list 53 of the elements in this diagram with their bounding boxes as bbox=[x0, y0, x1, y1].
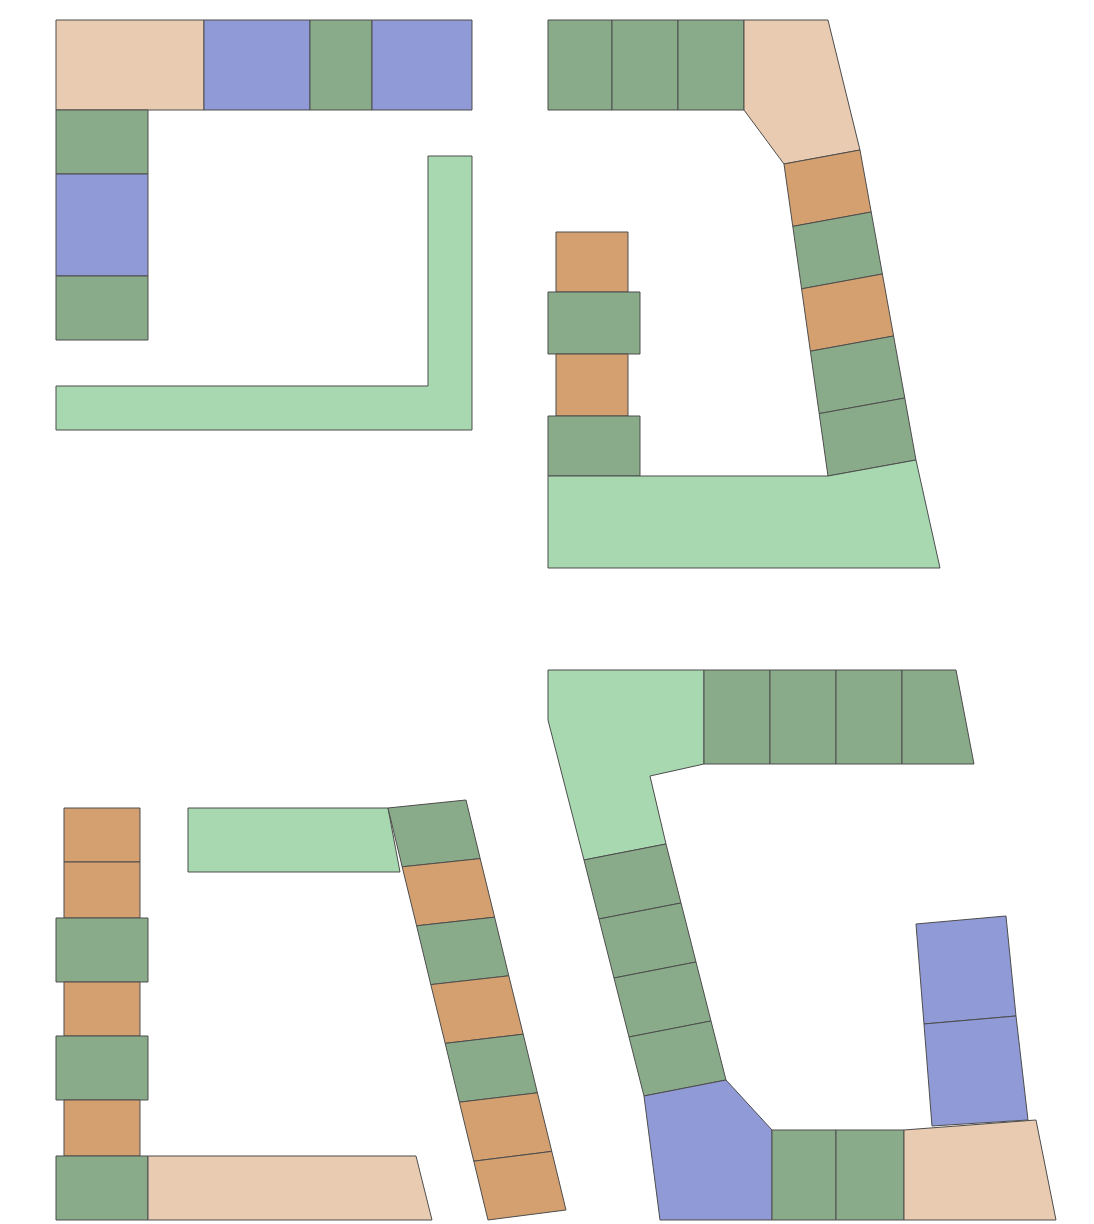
tile bbox=[547, 459, 941, 569]
tile bbox=[583, 843, 682, 920]
tile bbox=[547, 669, 705, 861]
tile bbox=[555, 231, 629, 293]
tile bbox=[613, 961, 712, 1038]
tile bbox=[416, 916, 510, 986]
tile bbox=[783, 149, 872, 227]
tile bbox=[792, 211, 883, 290]
tile bbox=[743, 19, 861, 165]
tile bbox=[63, 981, 141, 1037]
tile bbox=[63, 861, 141, 919]
tile bbox=[547, 291, 641, 355]
tile bbox=[555, 353, 629, 417]
tile bbox=[473, 1150, 567, 1221]
tile bbox=[547, 415, 641, 477]
tile bbox=[430, 975, 524, 1044]
tile bbox=[203, 19, 311, 111]
tile bbox=[55, 917, 149, 983]
tile bbox=[901, 669, 975, 765]
tile bbox=[809, 335, 906, 415]
tile bbox=[643, 1079, 773, 1221]
tile bbox=[309, 19, 373, 111]
tile bbox=[835, 669, 903, 765]
tile bbox=[611, 19, 679, 111]
tile bbox=[55, 1155, 149, 1221]
tile bbox=[55, 275, 149, 341]
tile bbox=[771, 1129, 837, 1221]
tile bbox=[371, 19, 473, 111]
tile bbox=[915, 915, 1017, 1025]
tile bbox=[187, 807, 401, 873]
tile bbox=[458, 1092, 553, 1162]
tile bbox=[769, 669, 837, 765]
tile bbox=[55, 109, 149, 175]
tile bbox=[55, 19, 205, 111]
tile bbox=[55, 155, 473, 431]
tile bbox=[677, 19, 745, 111]
tile bbox=[835, 1129, 905, 1221]
tile bbox=[444, 1033, 538, 1103]
tile bbox=[63, 1099, 141, 1157]
tile bbox=[703, 669, 771, 765]
tile bbox=[55, 1035, 149, 1101]
tile bbox=[628, 1020, 727, 1097]
tile bbox=[547, 19, 613, 111]
tile bbox=[801, 273, 895, 352]
tile bbox=[147, 1155, 433, 1221]
tile bbox=[598, 902, 697, 979]
tile bbox=[55, 173, 149, 277]
tile bbox=[818, 397, 917, 477]
tile bbox=[401, 858, 496, 927]
tile bbox=[903, 1119, 1057, 1221]
tile bbox=[63, 807, 141, 863]
tile bbox=[923, 1015, 1029, 1127]
tile bbox=[387, 799, 481, 868]
